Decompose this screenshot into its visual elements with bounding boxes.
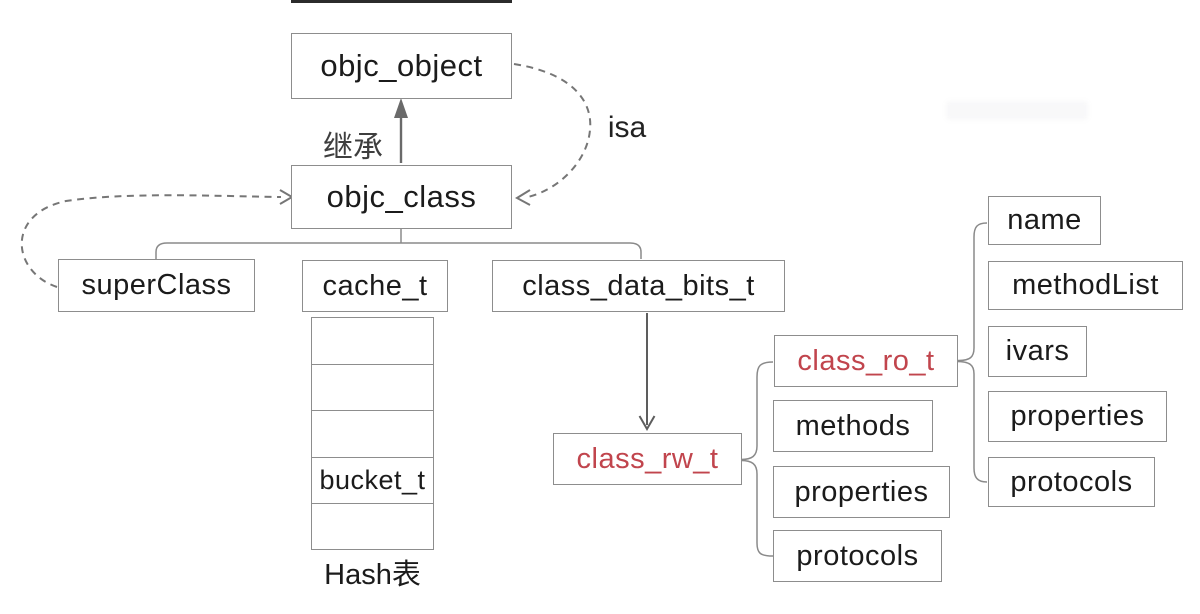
hash-table-row	[312, 318, 433, 364]
node-cache-t: cache_t	[302, 260, 448, 312]
node-class-ro-t: class_ro_t	[774, 335, 958, 387]
node-superclass: superClass	[58, 259, 255, 312]
node-rw-methods: methods	[773, 400, 933, 452]
isa-label: isa	[607, 111, 647, 144]
rw-bracket	[740, 361, 774, 557]
inheritance-arrow	[394, 98, 408, 163]
hash-table-caption: Hash表	[324, 559, 421, 591]
node-ro-ivars: ivars	[988, 326, 1087, 377]
isa-dashed-arrow	[513, 63, 592, 206]
hash-table-row	[312, 364, 433, 410]
inheritance-label: 继承	[323, 131, 383, 164]
data-bits-arrow	[638, 313, 656, 432]
node-class-rw-t: class_rw_t	[553, 433, 742, 485]
watermark	[946, 101, 1088, 120]
node-rw-properties: properties	[773, 466, 950, 518]
node-class-data-bits-t: class_data_bits_t	[492, 260, 785, 312]
node-ro-name: name	[988, 196, 1101, 245]
node-ro-methodlist: methodList	[988, 261, 1183, 310]
ro-bracket	[955, 222, 988, 483]
node-ro-properties: properties	[988, 391, 1167, 442]
hash-table-row	[312, 410, 433, 456]
hash-table-row-bucket-t: bucket_t	[312, 456, 433, 503]
top-edge-artifact	[291, 0, 512, 3]
node-rw-protocols: protocols	[773, 530, 942, 582]
node-objc-object: objc_object	[291, 33, 512, 99]
node-ro-protocols: protocols	[988, 457, 1155, 507]
hash-table-row	[312, 502, 433, 549]
node-objc-class: objc_class	[291, 165, 512, 229]
cache-hash-table: bucket_t	[311, 317, 434, 550]
tree-connector	[155, 229, 642, 259]
